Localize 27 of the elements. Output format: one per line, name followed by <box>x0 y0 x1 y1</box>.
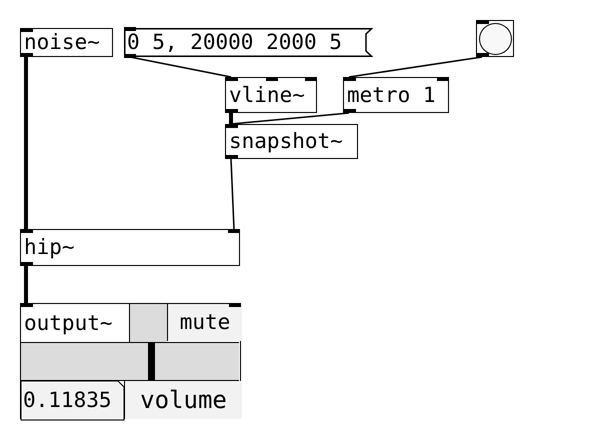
control-wire <box>230 158 235 230</box>
signal-wire <box>229 113 233 124</box>
object-box <box>225 124 358 159</box>
output-panel <box>20 303 241 419</box>
object-box <box>20 28 113 57</box>
object-box <box>20 229 240 266</box>
control-wire <box>130 56 232 78</box>
object-text: metro 1 <box>347 84 436 106</box>
object-text: hip~ <box>24 237 75 258</box>
object-box <box>225 77 317 113</box>
object-text: 0 5, 20000 2000 5 <box>127 32 342 53</box>
object-text: volume <box>140 388 227 412</box>
signal-wire <box>24 57 28 229</box>
control-label <box>167 304 242 340</box>
object-text: output~ <box>24 312 113 334</box>
message-box <box>124 28 372 57</box>
number-box <box>21 381 124 420</box>
object-text: snapshot~ <box>229 131 343 152</box>
object-text: 0.11835 <box>23 390 112 411</box>
object-text: noise~ <box>24 32 100 53</box>
object-text: vline~ <box>229 84 305 106</box>
control-wire <box>230 112 350 125</box>
control-label <box>124 381 242 418</box>
object-text: mute <box>180 312 230 333</box>
control-wire <box>348 56 482 78</box>
object-box <box>343 77 449 113</box>
signal-wire <box>24 266 28 303</box>
